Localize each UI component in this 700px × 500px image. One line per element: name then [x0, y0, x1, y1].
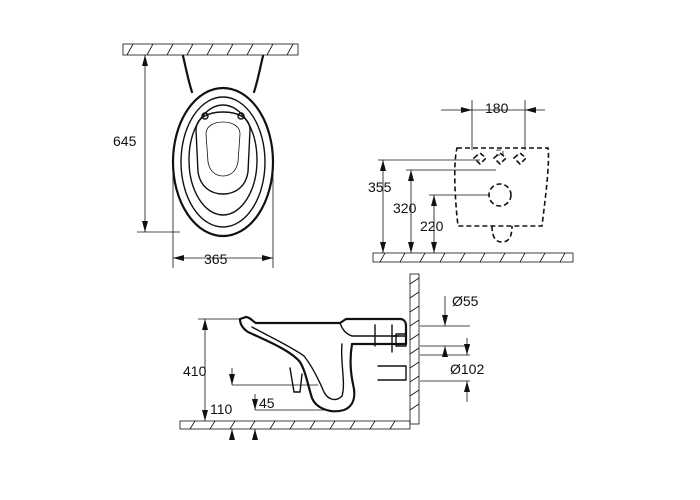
dimension-320 [406, 169, 496, 253]
side-view-floor [179, 420, 411, 430]
side-view-connector [374, 324, 407, 381]
dimension-45 [252, 394, 330, 440]
dimension-410 [198, 318, 240, 421]
top-view-hinge-left [201, 112, 209, 120]
side-view: Ø55 Ø102 410 110 [179, 273, 484, 440]
rear-h1-label: 355 [368, 179, 392, 195]
top-depth-label: 645 [113, 133, 137, 149]
top-width-label: 365 [204, 251, 228, 267]
top-view-opening [205, 121, 241, 177]
side-low2-label: 45 [259, 395, 275, 411]
top-view-bowl-inner [188, 104, 258, 216]
top-view: 645 365 [113, 43, 299, 268]
dimension-220 [429, 194, 489, 253]
top-view-cistern-neck [181, 54, 265, 94]
side-low1-label: 110 [210, 401, 233, 417]
top-view-seat [195, 111, 251, 195]
dimension-355 [378, 159, 480, 253]
dimension-645 [137, 55, 180, 233]
rear-view-outlet [491, 225, 513, 243]
dimension-d102 [464, 338, 470, 402]
side-view-bowl-inner [251, 326, 345, 401]
side-view-wall [409, 273, 420, 425]
dimension-110 [229, 368, 318, 440]
dimension-180 [441, 100, 545, 150]
rear-view: 180 355 320 [368, 100, 574, 263]
top-view-wall [122, 43, 299, 56]
top-view-hinge-right [237, 112, 245, 120]
rear-width-label: 180 [485, 100, 509, 116]
side-height-label: 410 [183, 363, 207, 379]
rear-view-outline [453, 147, 550, 227]
top-view-bowl-rim [180, 96, 266, 228]
top-view-bowl-outer [171, 86, 275, 238]
rear-view-floor [372, 252, 574, 263]
rear-h3-label: 220 [420, 218, 444, 234]
side-view-foot [289, 367, 303, 393]
side-d2-label: Ø102 [450, 361, 484, 377]
dimension-365 [172, 162, 274, 268]
dimension-d55 [442, 296, 448, 357]
side-d1-label: Ø55 [452, 293, 479, 309]
rear-view-holes [472, 149, 528, 207]
side-view-inlet [395, 333, 407, 347]
side-view-bowl [238, 315, 408, 413]
side-view-seat [255, 322, 399, 337]
rear-h2-label: 320 [393, 200, 417, 216]
